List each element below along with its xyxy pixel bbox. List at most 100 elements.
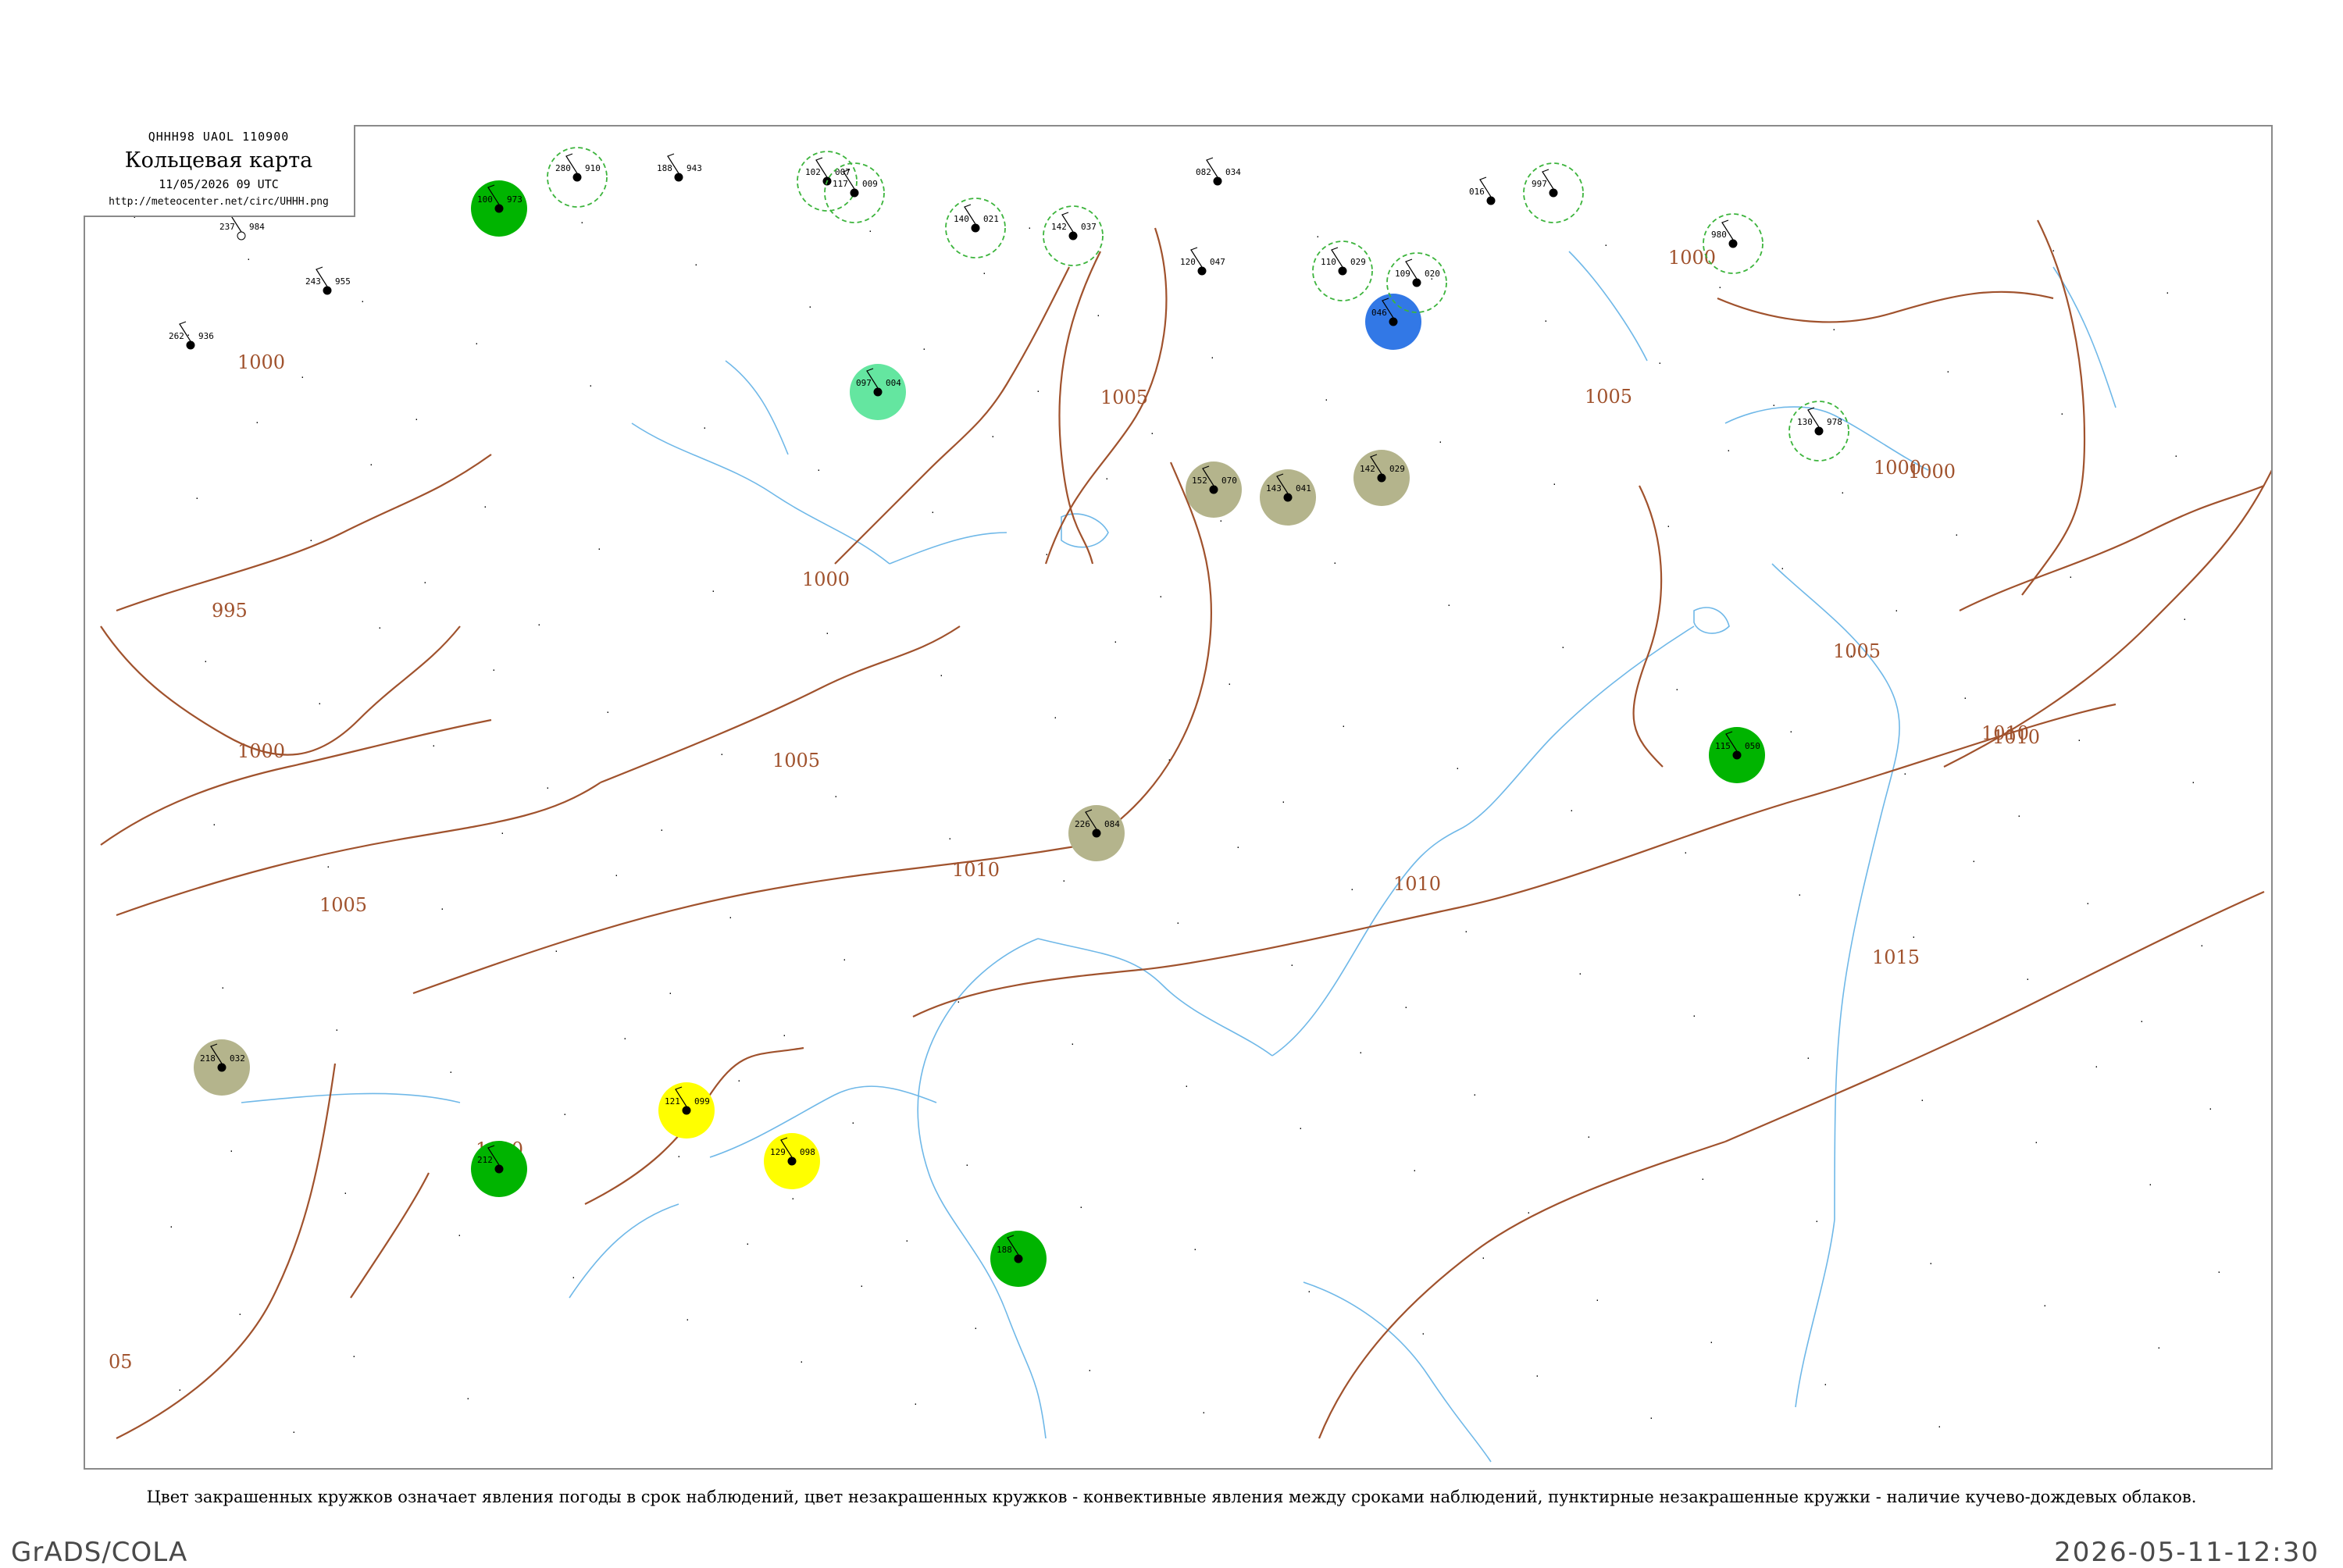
station-temperature: 100 — [477, 194, 493, 205]
station-tick: · — [474, 339, 480, 349]
isobar-label: 1010 — [952, 859, 1000, 881]
wind-barb — [565, 153, 578, 174]
station-temperature: 097 — [856, 378, 872, 388]
station-tick: · — [1324, 395, 1329, 405]
station-temperature: 142 — [1360, 464, 1375, 474]
station-temperature: 016 — [1469, 187, 1485, 197]
station-temperature: 212 — [477, 1155, 493, 1165]
station-tick: · — [1036, 387, 1041, 397]
station-tick: · — [1087, 1366, 1093, 1376]
station-pressure: 004 — [886, 378, 901, 388]
station-tick: · — [343, 1188, 348, 1199]
wind-barb — [1370, 454, 1382, 475]
station-temperature: 102 — [805, 167, 821, 177]
station-tick: · — [246, 255, 251, 265]
station-tick: · — [1236, 843, 1241, 853]
isobar-label: 05 — [109, 1351, 133, 1373]
station-tick: · — [782, 1031, 787, 1041]
station-tick: · — [1823, 1380, 1828, 1390]
station-tick: · — [1298, 1124, 1303, 1134]
station-tick: · — [990, 432, 996, 442]
isobar-label: 1000 — [1908, 461, 1956, 483]
wind-barb — [964, 204, 976, 225]
station-tick: · — [1771, 401, 1777, 411]
station-tick: · — [423, 578, 428, 588]
station-tick: · — [702, 423, 708, 433]
isobar-label: 1010 — [1992, 726, 2040, 748]
station-temperature: 243 — [305, 276, 321, 287]
station-tick: · — [2216, 1267, 2222, 1278]
station-tick: · — [1412, 1166, 1418, 1176]
isobar-label: 1000 — [802, 568, 850, 590]
map-canvas: 1000 995 1000 1000 1005 1005 1010 1010 1… — [100, 147, 2271, 1463]
map-date: 11/05/2026 09 UTC — [159, 177, 279, 191]
station-pressure: 973 — [507, 194, 522, 205]
cumulonimbus-ring — [1523, 162, 1584, 223]
station-tick: · — [2139, 1017, 2145, 1027]
isobars — [100, 219, 2271, 1439]
station-tick: · — [1053, 713, 1058, 723]
station-tick: · — [1150, 429, 1155, 439]
cumulonimbus-ring — [547, 147, 608, 208]
cloud-cover-symbol — [1728, 239, 1738, 248]
station-tick: · — [132, 212, 137, 223]
station-pressure: 943 — [686, 163, 702, 173]
station-tick: · — [1560, 643, 1566, 653]
cloud-cover-symbol — [572, 173, 582, 182]
station-tick: · — [605, 707, 611, 718]
map-url[interactable]: http://meteocenter.net/circ/UHHH.png — [109, 196, 329, 208]
station-tick: · — [1543, 316, 1549, 326]
station-temperature: 121 — [665, 1096, 680, 1107]
cloud-cover-symbol — [1197, 266, 1207, 276]
station-tick: · — [930, 508, 936, 518]
station-plot: 046 — [1365, 294, 1421, 350]
station-tick: · — [1167, 755, 1172, 765]
cloud-cover-symbol — [1068, 231, 1078, 241]
station-tick: · — [736, 1076, 742, 1086]
station-pressure: 984 — [249, 222, 265, 232]
station-tick: · — [580, 218, 585, 228]
station-pressure: 955 — [335, 276, 351, 287]
station-pressure: 098 — [800, 1147, 815, 1157]
station-tick: · — [711, 586, 716, 597]
station-tick: · — [816, 465, 822, 476]
station-plot: 980 — [1703, 213, 1763, 274]
station-tick: · — [1937, 1422, 1942, 1432]
station-pressure: 099 — [694, 1096, 710, 1107]
station-temperature: 280 — [555, 163, 571, 173]
station-tick: · — [1070, 1039, 1075, 1049]
station-tick: · — [1954, 530, 1960, 540]
wind-barb — [1190, 247, 1203, 268]
station-temperature: 218 — [200, 1053, 216, 1064]
station-tick: · — [1455, 764, 1460, 774]
cloud-cover-symbol — [971, 223, 980, 233]
station-tick: · — [825, 629, 830, 639]
cloud-cover-symbol — [873, 387, 883, 397]
station-tick: · — [799, 1357, 804, 1367]
isobar-label: 1005 — [772, 750, 820, 772]
station-tick: · — [1903, 769, 1908, 779]
station-tick: · — [1709, 1338, 1714, 1348]
station-tick: · — [2165, 288, 2170, 298]
station-tick: · — [2182, 615, 2188, 625]
station-tick: · — [212, 820, 217, 830]
station-pressure: 037 — [1081, 222, 1097, 232]
station-temperature: 117 — [833, 179, 848, 189]
station-tick: · — [308, 536, 314, 546]
station-tick: · — [414, 415, 419, 425]
station-tick: · — [1552, 479, 1557, 490]
station-tick: · — [965, 1160, 970, 1171]
station-tick: · — [1683, 848, 1689, 858]
station-tick: · — [255, 418, 260, 428]
station-tick: · — [1535, 1371, 1540, 1381]
station-tick: · — [1403, 1003, 1409, 1013]
isobar-label: 1000 — [237, 351, 285, 373]
station-temperature: 188 — [997, 1245, 1012, 1255]
station-tick: · — [1849, 651, 1854, 661]
